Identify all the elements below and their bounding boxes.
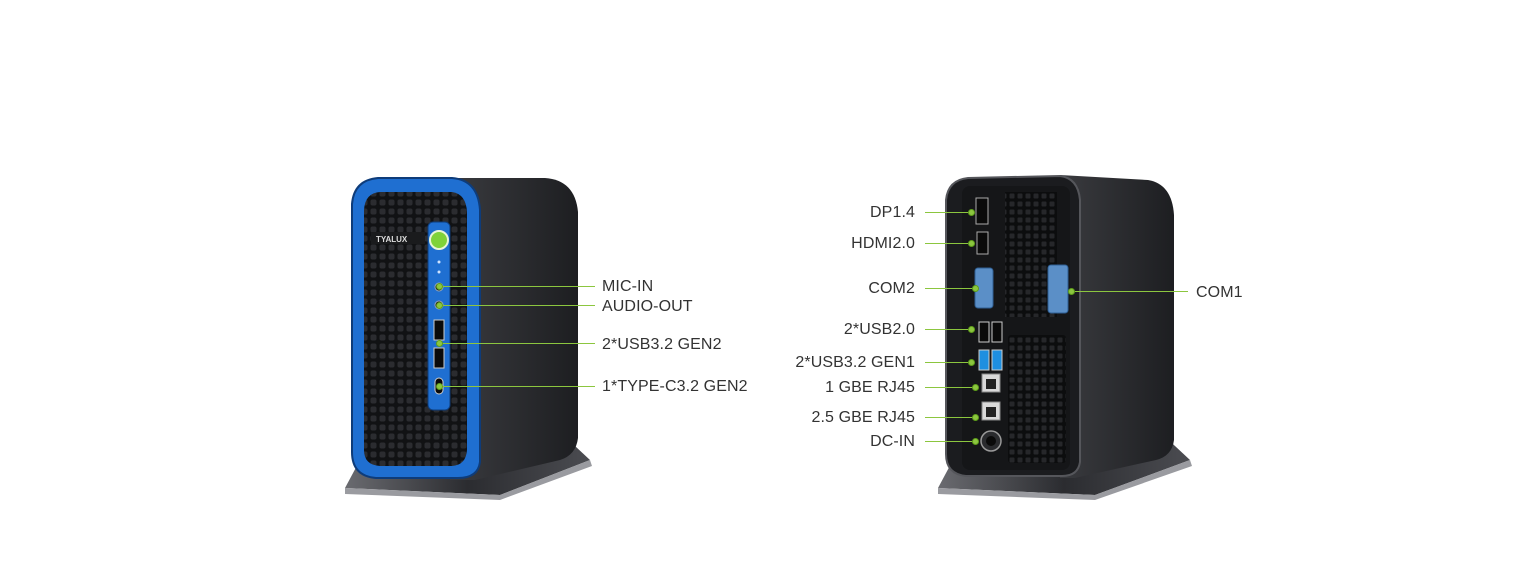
usb32-gen1-label: 2*USB3.2 GEN1 <box>795 354 915 371</box>
power-button-icon <box>429 230 449 250</box>
usb32-gen2-label: 2*USB3.2 GEN2 <box>602 336 722 353</box>
dc-in-label: DC-IN <box>870 433 915 450</box>
audio-out-leader <box>443 305 595 306</box>
usb20-marker <box>968 326 975 333</box>
brand-logo: TYALUX <box>376 235 408 244</box>
usb20-label: 2*USB2.0 <box>843 321 915 338</box>
usb32-gen1-leader <box>925 362 969 363</box>
com2-leader <box>925 288 973 289</box>
com2-label: COM2 <box>868 280 915 297</box>
com2-marker <box>972 285 979 292</box>
mic-in-leader <box>443 286 595 287</box>
audio-out-marker <box>436 302 443 309</box>
gbe1-label: 1 GBE RJ45 <box>825 379 915 396</box>
hdmi-leader <box>925 243 969 244</box>
type-c-marker <box>436 383 443 390</box>
hdmi-label: HDMI2.0 <box>851 235 915 252</box>
type-c-label: 1*TYPE-C3.2 GEN2 <box>602 378 748 395</box>
hdmi-marker <box>968 240 975 247</box>
com1-label: COM1 <box>1196 284 1243 301</box>
dp-leader <box>925 212 969 213</box>
rear-device-image <box>938 174 1192 500</box>
com1-marker <box>1068 288 1075 295</box>
front-device-image: TYALUX <box>345 177 592 500</box>
gbe1-marker <box>972 384 979 391</box>
usb32-gen2-marker <box>436 340 443 347</box>
mic-in-marker <box>436 283 443 290</box>
dp-label: DP1.4 <box>870 204 915 221</box>
usb32-gen2-leader <box>443 343 595 344</box>
dc-in-leader <box>925 441 973 442</box>
gbe25-leader <box>925 417 973 418</box>
gbe1-leader <box>925 387 973 388</box>
usb32-gen1-marker <box>968 359 975 366</box>
gbe25-label: 2.5 GBE RJ45 <box>811 409 915 426</box>
dp-marker <box>968 209 975 216</box>
dc-in-marker <box>972 438 979 445</box>
gbe25-marker <box>972 414 979 421</box>
type-c-leader <box>443 386 595 387</box>
audio-out-label: AUDIO-OUT <box>602 298 693 315</box>
mic-in-label: MIC-IN <box>602 278 654 295</box>
com1-leader <box>1075 291 1188 292</box>
usb20-leader <box>925 329 969 330</box>
